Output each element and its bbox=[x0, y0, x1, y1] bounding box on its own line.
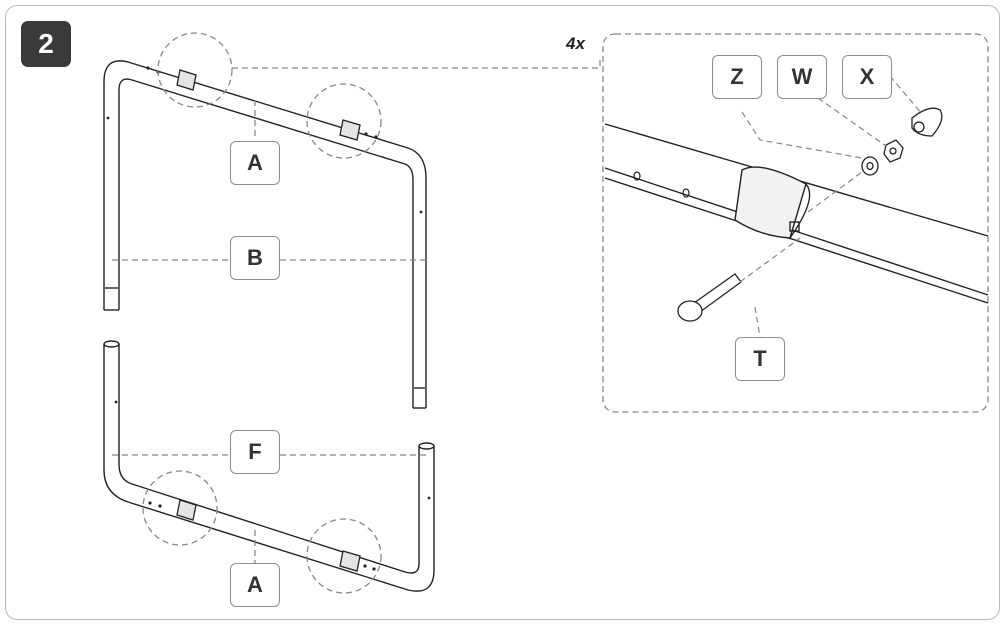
step-number-badge: 2 bbox=[21, 21, 71, 67]
label-a-bottom: A bbox=[230, 563, 280, 607]
label-f: F bbox=[230, 430, 280, 474]
frame-b bbox=[103, 60, 427, 409]
upper-joints bbox=[176, 69, 361, 141]
quantity-label: 4x bbox=[566, 34, 585, 53]
label-t: T bbox=[735, 337, 785, 381]
label-b: B bbox=[230, 236, 280, 280]
instruction-panel bbox=[5, 5, 1000, 620]
frame-f bbox=[103, 340, 435, 592]
upper-detail-circles bbox=[157, 32, 382, 159]
detail-box bbox=[602, 33, 989, 413]
lower-joints bbox=[176, 499, 361, 572]
label-z: Z bbox=[712, 55, 762, 99]
label-x: X bbox=[842, 55, 892, 99]
bolt-t bbox=[677, 273, 742, 322]
label-a-top: A bbox=[230, 141, 280, 185]
label-w: W bbox=[777, 55, 827, 99]
detail-tube bbox=[604, 123, 989, 304]
lower-detail-circles bbox=[142, 470, 382, 594]
